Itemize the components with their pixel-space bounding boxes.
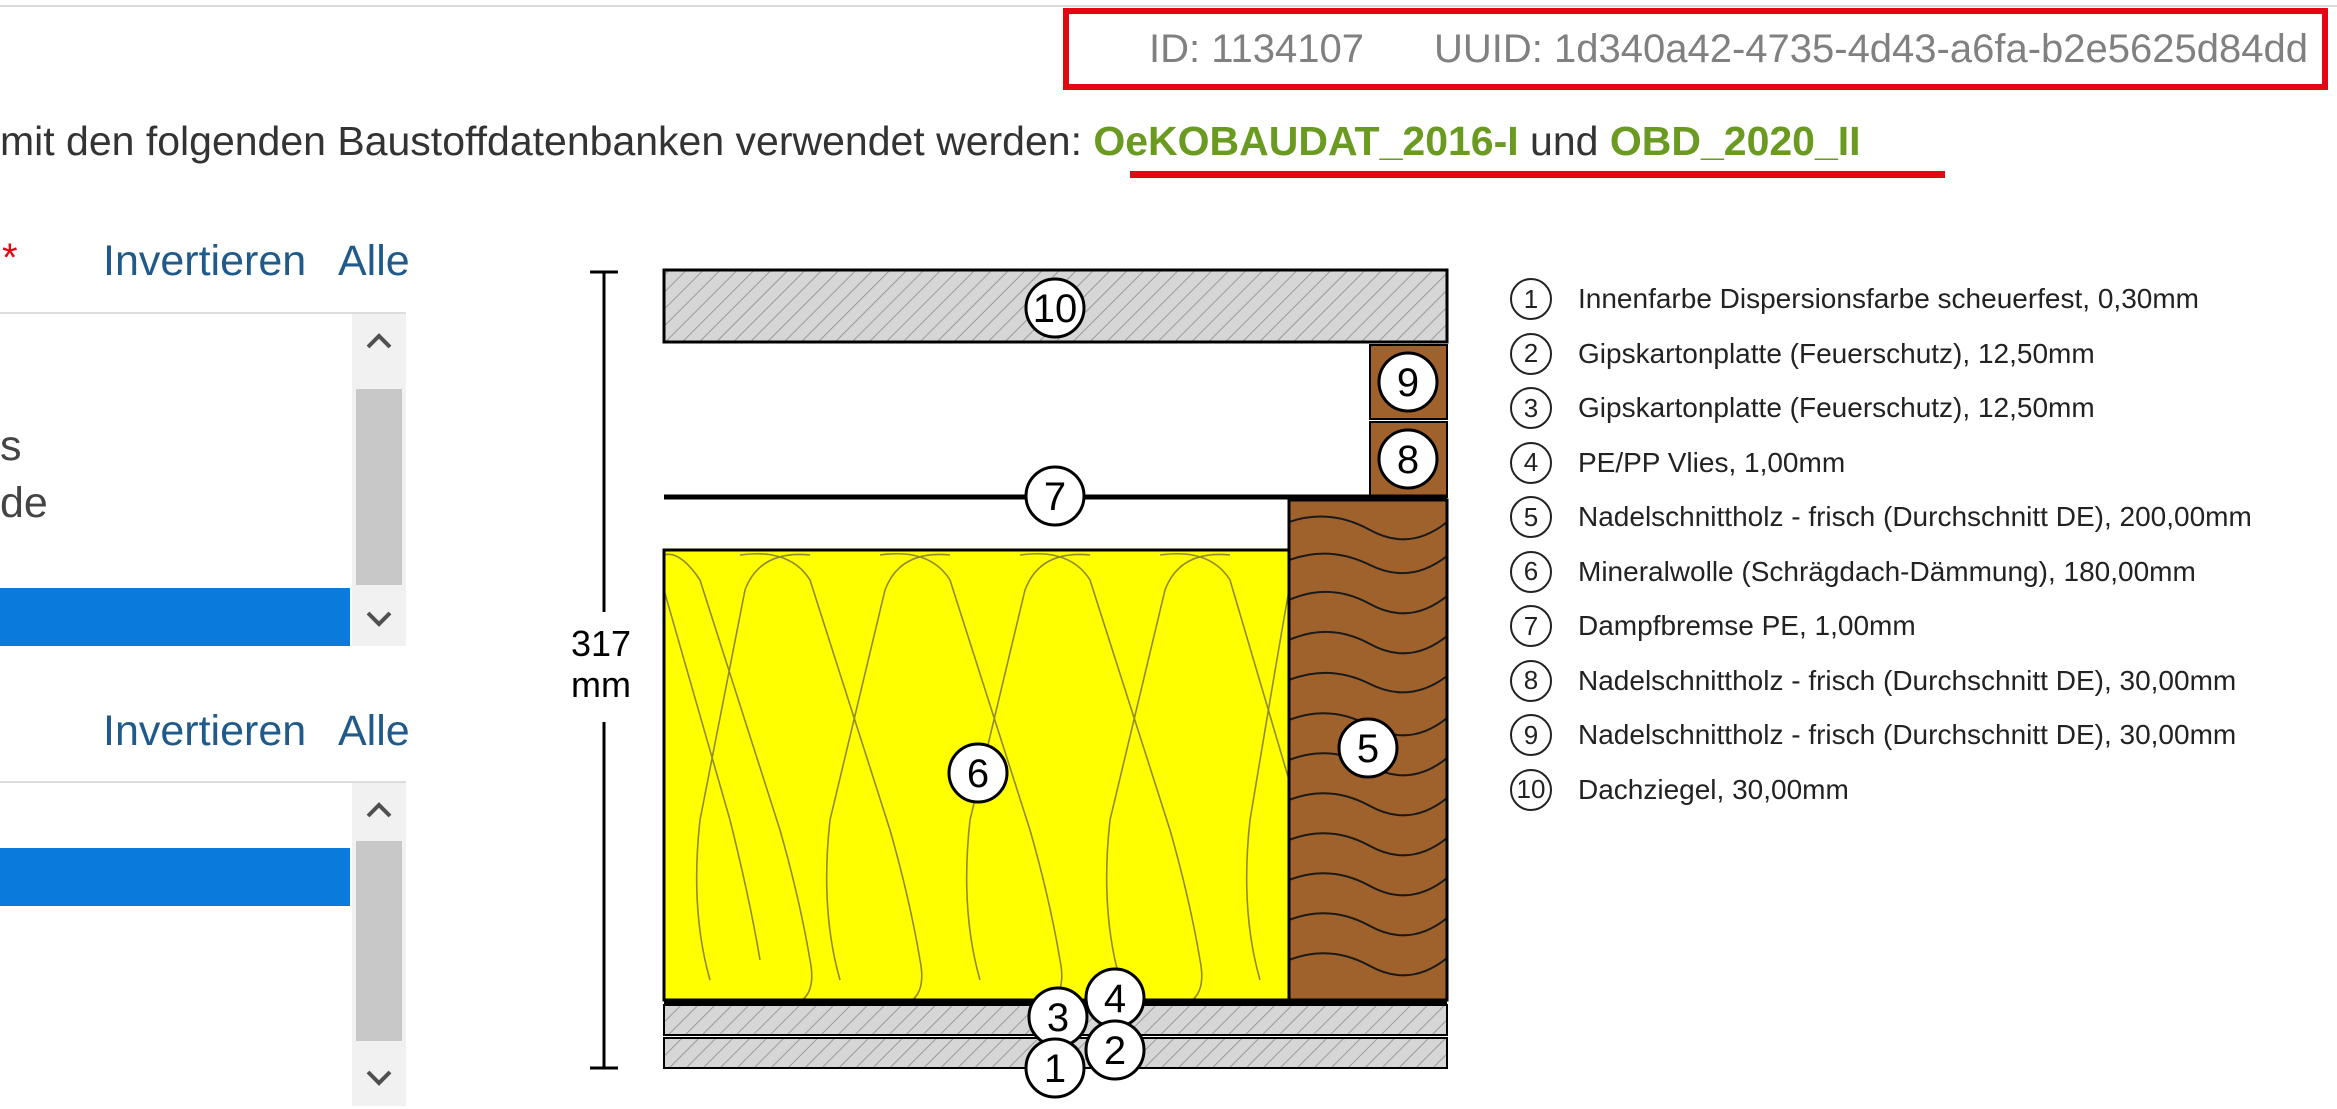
legend-item: 9 Nadelschnittholz - frisch (Durchschnitt… <box>1510 708 2330 763</box>
chevron-up-icon[interactable] <box>352 314 406 368</box>
legend-text: Dampfbremse PE, 1,00mm <box>1578 610 1916 642</box>
legend-text: Innenfarbe Dispersionsfarbe scheuerfest,… <box>1578 283 2199 315</box>
legend-item: 3 Gipskartonplatte (Feuerschutz), 12,50mm <box>1510 381 2330 436</box>
dimension-value: 317 <box>571 623 631 664</box>
layer-marker-3: 3 <box>1047 996 1069 1040</box>
layer-marker-2: 2 <box>1104 1029 1126 1073</box>
scroll-thumb-2[interactable] <box>356 841 402 1041</box>
legend-item: 1 Innenfarbe Dispersionsfarbe scheuerfest… <box>1510 272 2330 327</box>
list-item-partial-1[interactable]: s <box>0 422 22 470</box>
scroll-thumb-1[interactable] <box>356 389 402 585</box>
select-all-link-2[interactable]: Alle <box>338 707 410 755</box>
legend-number: 10 <box>1510 768 1552 811</box>
legend-text: Gipskartonplatte (Feuerschutz), 12,50mm <box>1578 392 2095 424</box>
chevron-up-icon[interactable] <box>352 783 406 837</box>
legend-item: 5 Nadelschnittholz - frisch (Durchschnitt… <box>1510 490 2330 545</box>
database-notice: mit den folgenden Baustoffdatenbanken ve… <box>0 118 2000 178</box>
legend-text: Gipskartonplatte (Feuerschutz), 12,50mm <box>1578 337 2095 369</box>
legend-number: 7 <box>1510 605 1552 648</box>
list-scrollbar-1[interactable] <box>352 314 406 646</box>
layer-marker-4: 4 <box>1104 977 1126 1021</box>
legend-number: 9 <box>1510 714 1552 757</box>
legend-item: 2 Gipskartonplatte (Feuerschutz), 12,50mm <box>1510 327 2330 382</box>
legend-item: 6 Mineralwolle (Schrägdach-Dämmung), 180,… <box>1510 545 2330 600</box>
chevron-down-icon[interactable] <box>352 592 406 646</box>
legend-item: 4 PE/PP Vlies, 1,00mm <box>1510 436 2330 491</box>
legend-number: 5 <box>1510 496 1552 539</box>
layer-marker-8: 8 <box>1397 438 1419 482</box>
legend-text: Dachziegel, 30,00mm <box>1578 773 1849 805</box>
layer-marker-5: 5 <box>1357 727 1379 771</box>
top-divider <box>0 5 2337 7</box>
id-uuid-highlight-box: ID: 1134107 UUID: 1d340a42-4735-4d43-a6f… <box>1063 8 2328 90</box>
legend-text: Mineralwolle (Schrägdach-Dämmung), 180,0… <box>1578 555 2196 587</box>
legend-item: 10 Dachziegel, 30,00mm <box>1510 763 2330 818</box>
legend-number: 1 <box>1510 278 1552 321</box>
construction-cross-section: 317 mm <box>560 260 1460 1104</box>
legend-item: 7 Dampfbremse PE, 1,00mm <box>1510 599 2330 654</box>
legend-text: Nadelschnittholz - frisch (Durchschnitt … <box>1578 501 2252 533</box>
legend-text: Nadelschnittholz - frisch (Durchschnitt … <box>1578 719 2237 751</box>
legend-number: 3 <box>1510 387 1552 430</box>
list-item-selected[interactable] <box>0 848 350 906</box>
list-item-selected[interactable] <box>0 588 350 646</box>
legend-text: Nadelschnittholz - frisch (Durchschnitt … <box>1578 664 2237 696</box>
select-all-link-1[interactable]: Alle <box>338 237 410 285</box>
legend-number: 2 <box>1510 332 1552 375</box>
layer-marker-7: 7 <box>1044 475 1066 519</box>
chevron-down-icon[interactable] <box>352 1051 406 1105</box>
database-highlight-underline <box>1130 171 1945 178</box>
database-obd: OBD_2020_II <box>1609 118 1861 164</box>
legend-number: 8 <box>1510 659 1552 702</box>
selection-list-2[interactable] <box>0 781 406 1106</box>
selection-list-1[interactable]: s de <box>0 312 406 646</box>
layer-marker-10: 10 <box>1033 287 1078 331</box>
layer-marker-6: 6 <box>967 752 989 796</box>
layer-marker-1: 1 <box>1044 1047 1066 1091</box>
legend-item: 8 Nadelschnittholz - frisch (Durchschnitt… <box>1510 654 2330 709</box>
dimension-line <box>566 270 644 1070</box>
legend-text: PE/PP Vlies, 1,00mm <box>1578 446 1846 478</box>
layer-legend: 1 Innenfarbe Dispersionsfarbe scheuerfest… <box>1510 272 2330 817</box>
list-item-partial-2[interactable]: de <box>0 479 48 527</box>
legend-number: 4 <box>1510 441 1552 484</box>
list-scrollbar-2[interactable] <box>352 783 406 1106</box>
invert-selection-link-2[interactable]: Invertieren <box>103 707 307 755</box>
database-notice-prefix: mit den folgenden Baustoffdatenbanken ve… <box>0 118 1094 164</box>
legend-number: 6 <box>1510 550 1552 593</box>
database-conjunction: und <box>1518 118 1610 164</box>
dimension-unit: mm <box>571 664 631 705</box>
id-text: ID: 1134107 <box>1148 26 1364 71</box>
uuid-text: UUID: 1d340a42-4735-4d43-a6fa-b2e5625d84… <box>1433 26 2308 71</box>
layer-marker-9: 9 <box>1397 361 1419 405</box>
required-marker: * <box>2 236 18 280</box>
database-oekobaudat: OeKOBAUDAT_2016-I <box>1093 118 1519 164</box>
invert-selection-link-1[interactable]: Invertieren <box>103 237 307 285</box>
